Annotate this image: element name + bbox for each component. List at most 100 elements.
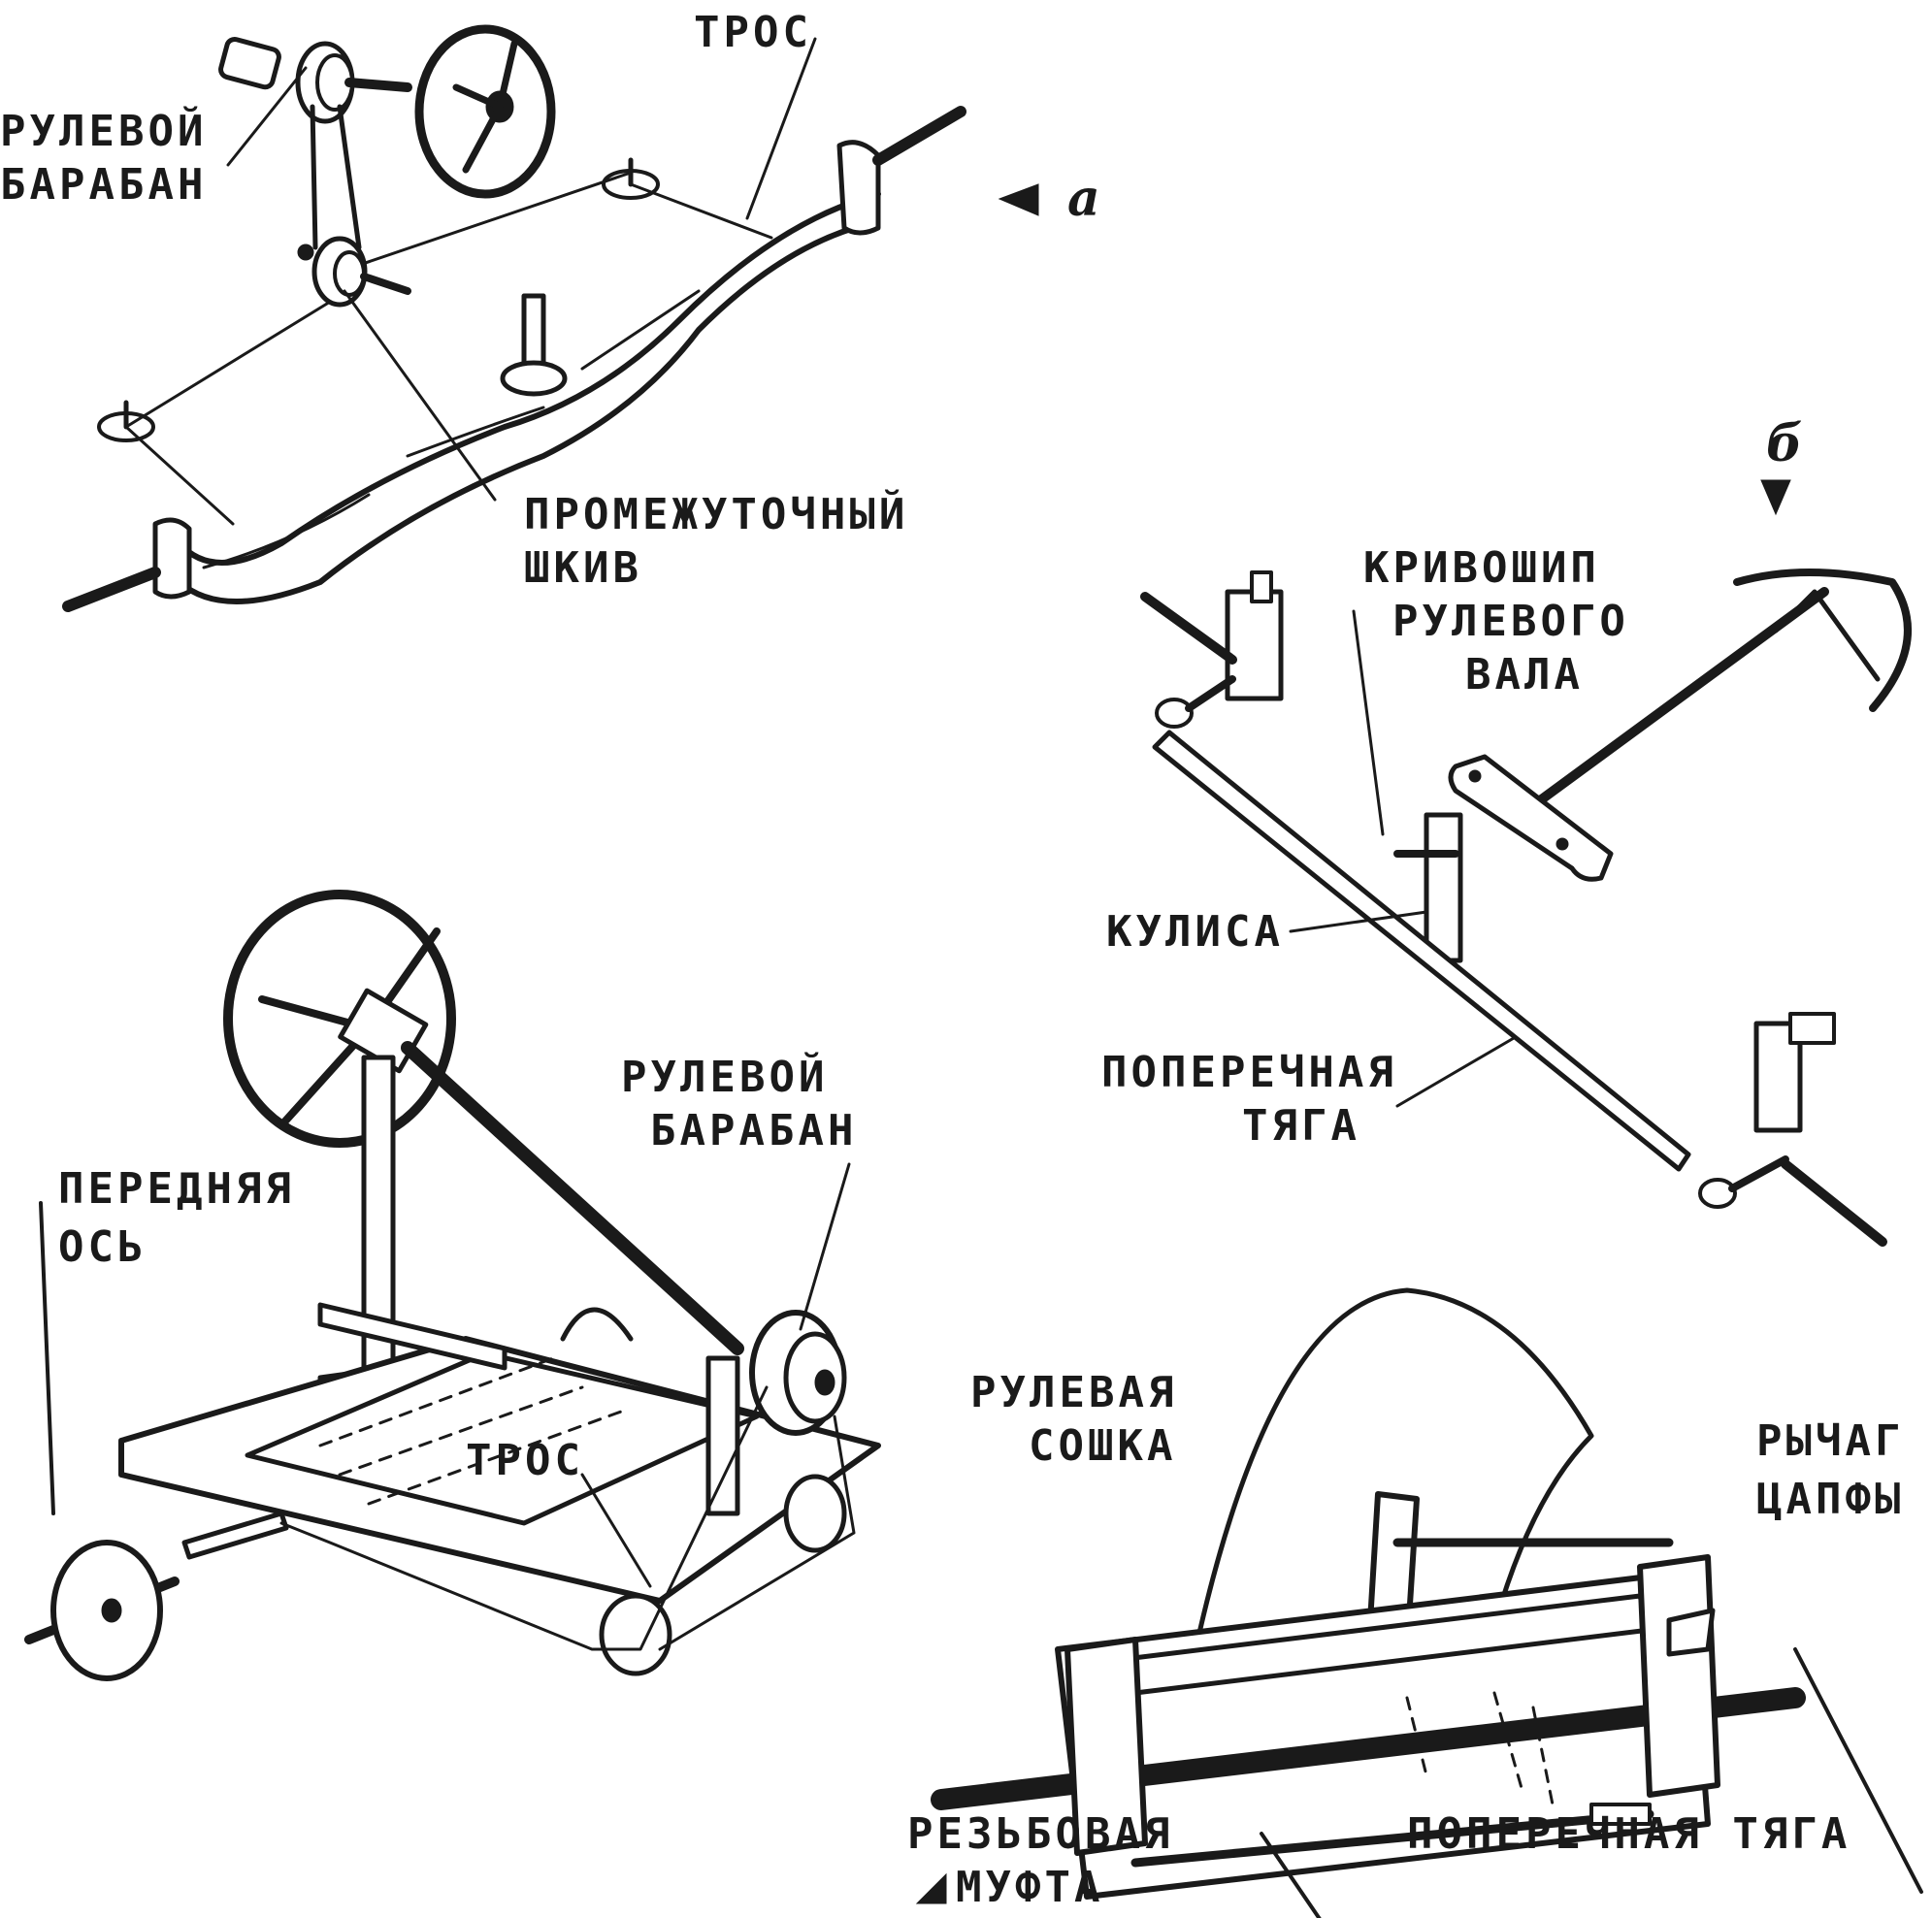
c-axle-marker-line — [39, 1201, 55, 1515]
c-steering-column — [401, 1041, 744, 1355]
figure-b-crank-steering: б КРИВОШИП РУЛЕВОГО ВАЛА — [1101, 414, 1912, 1247]
leader-a-drum — [226, 66, 308, 167]
c-front-wheel-hub — [101, 1598, 122, 1623]
label-b-link: КУЛИСА — [1106, 907, 1284, 957]
c-floor-hidden-lines — [318, 1356, 623, 1506]
leader-d-coupling — [1260, 1832, 1322, 1918]
d-hidden-lines — [1405, 1691, 1555, 1806]
b-plate-hole-1 — [1468, 769, 1482, 783]
label-d-lever-line1: РЫЧАГ — [1756, 1416, 1904, 1466]
label-b-crank-line2: РУЛЕВОГО — [1392, 597, 1629, 646]
label-d-coupling-line2: МУФТА — [956, 1863, 1103, 1912]
d-coupling-marker — [915, 1872, 947, 1904]
b-right-stub-axle — [1781, 1159, 1887, 1247]
c-drum-support — [705, 1355, 740, 1516]
c-steering-cable — [279, 1385, 856, 1651]
label-d-lever-line2: ЦАПФЫ — [1756, 1475, 1904, 1524]
front-axle-beam — [162, 191, 881, 604]
b-steering-wheel-spokes — [1773, 589, 1881, 682]
label-b-rod-line1: ПОПЕРЕЧНАЯ — [1101, 1048, 1397, 1097]
label-d-arm-line1: РУЛЕВАЯ — [970, 1368, 1177, 1417]
d-tie-rod — [1130, 1809, 1654, 1868]
drum-belt — [310, 104, 362, 250]
label-d-rod: ПОПЕРЕЧНАЯ ТЯГА — [1407, 1809, 1850, 1859]
c-drum-groove — [783, 1331, 847, 1424]
b-left-arm — [1185, 675, 1236, 712]
figure-a-cable-steering: РУЛЕВОЙ БАРАБАН ТРОС ПРОМЕЖУТОЧНЫЙ ШКИВ … — [0, 8, 1100, 612]
steering-wheel-spokes — [452, 40, 518, 174]
b-left-arm-end — [1155, 698, 1194, 729]
leader-c-cable — [580, 1473, 652, 1588]
steering-cable — [124, 171, 773, 526]
intermediate-pulley-axle — [360, 273, 411, 295]
c-rear-rail — [317, 1302, 508, 1371]
b-plate-hole-2 — [1555, 837, 1569, 851]
left-bracket — [152, 517, 192, 600]
marker-a-arrow — [998, 183, 1039, 216]
d-trunnion-lever — [1666, 1608, 1716, 1657]
leader-c-drum — [799, 1162, 851, 1331]
label-c-axle-line2: ОСЬ — [58, 1222, 147, 1272]
c-drum-hub — [814, 1369, 835, 1396]
figure-c-cart-steering: ПЕРЕДНЯЯ ОСЬ РУЛЕВОЙ БАРАБАН ТРОС — [24, 890, 881, 1681]
b-crank-link — [1424, 812, 1463, 963]
c-link-rod — [181, 1511, 289, 1560]
leader-b-crank — [1352, 609, 1385, 836]
c-steering-wheel-rim — [223, 890, 456, 1148]
label-a-drum-line2: БАРАБАН — [0, 160, 207, 210]
b-left-kingpin — [1250, 570, 1273, 603]
leader-a-cable — [745, 37, 817, 220]
beam-shading — [202, 289, 701, 569]
c-castor-wheel-left — [599, 1593, 672, 1676]
right-stub-axle — [872, 106, 966, 166]
c-rear-arch — [560, 1307, 634, 1342]
label-b-crank-line1: КРИВОШИП — [1363, 543, 1600, 593]
label-d-coupling-line1: РЕЗЬБОВАЯ — [907, 1809, 1173, 1859]
label-a-pulley-line1: ПРОМЕЖУТОЧНЫЙ — [524, 488, 908, 539]
b-tie-rod — [1152, 730, 1691, 1172]
label-c-drum-line2: БАРАБАН — [650, 1106, 857, 1155]
leader-d-lever — [1793, 1647, 1923, 1894]
b-right-arm-end — [1698, 1178, 1737, 1209]
b-left-stub-axle — [1140, 592, 1237, 665]
right-bracket — [836, 140, 881, 236]
b-left-knuckle — [1225, 589, 1284, 701]
label-c-cable: ТРОС — [466, 1436, 584, 1485]
d-threaded-coupling — [1589, 1803, 1652, 1826]
label-c-drum-line1: РУЛЕВОЙ — [621, 1051, 828, 1102]
steering-wheel-rim — [414, 24, 556, 199]
b-mounting-plate — [1448, 754, 1614, 882]
b-steering-shaft — [1509, 587, 1829, 825]
d-right-bracket — [1637, 1554, 1720, 1798]
marker-b-arrow — [1760, 479, 1791, 516]
label-a-cable: ТРОС — [694, 8, 812, 57]
label-b-crank-line3: ВАЛА — [1465, 650, 1584, 699]
intermediate-pulley-groove — [333, 250, 366, 297]
king-pin-base — [500, 360, 568, 397]
marker-b-letter: б — [1766, 414, 1803, 473]
drum-shaft-end — [218, 36, 281, 90]
c-floor-plate — [245, 1350, 760, 1526]
b-right-knuckle-cap — [1788, 1012, 1836, 1045]
marker-a-letter: а — [1067, 169, 1100, 228]
label-b-rod-line2: ТЯГА — [1242, 1101, 1360, 1151]
b-right-arm — [1728, 1155, 1789, 1192]
label-c-axle-line1: ПЕРЕДНЯЯ — [58, 1164, 295, 1214]
king-pin — [521, 293, 546, 372]
leader-a-pulley — [343, 289, 497, 502]
label-a-drum-line1: РУЛЕВОЙ — [0, 105, 207, 156]
d-left-bracket — [1064, 1637, 1148, 1856]
c-castor-wheel-right — [783, 1474, 847, 1553]
leader-b-link — [1289, 910, 1428, 933]
steering-shaft — [344, 78, 412, 92]
b-steering-wheel-rim — [1733, 569, 1912, 712]
d-steering-wheel-arc — [1191, 1287, 1594, 1710]
label-a-pulley-line2: ШКИВ — [524, 543, 642, 593]
intermediate-pulley-bolt — [297, 244, 314, 261]
left-stub-axle — [62, 567, 161, 612]
leader-b-rod — [1395, 1036, 1516, 1108]
figure-d-arm-steering: РУЛЕВАЯ СОШКА РЫЧАГ ЦАПФЫ РЕЗЬБОВАЯ МУФТ… — [907, 1287, 1923, 1918]
label-d-arm-line2: СОШКА — [1029, 1421, 1176, 1471]
